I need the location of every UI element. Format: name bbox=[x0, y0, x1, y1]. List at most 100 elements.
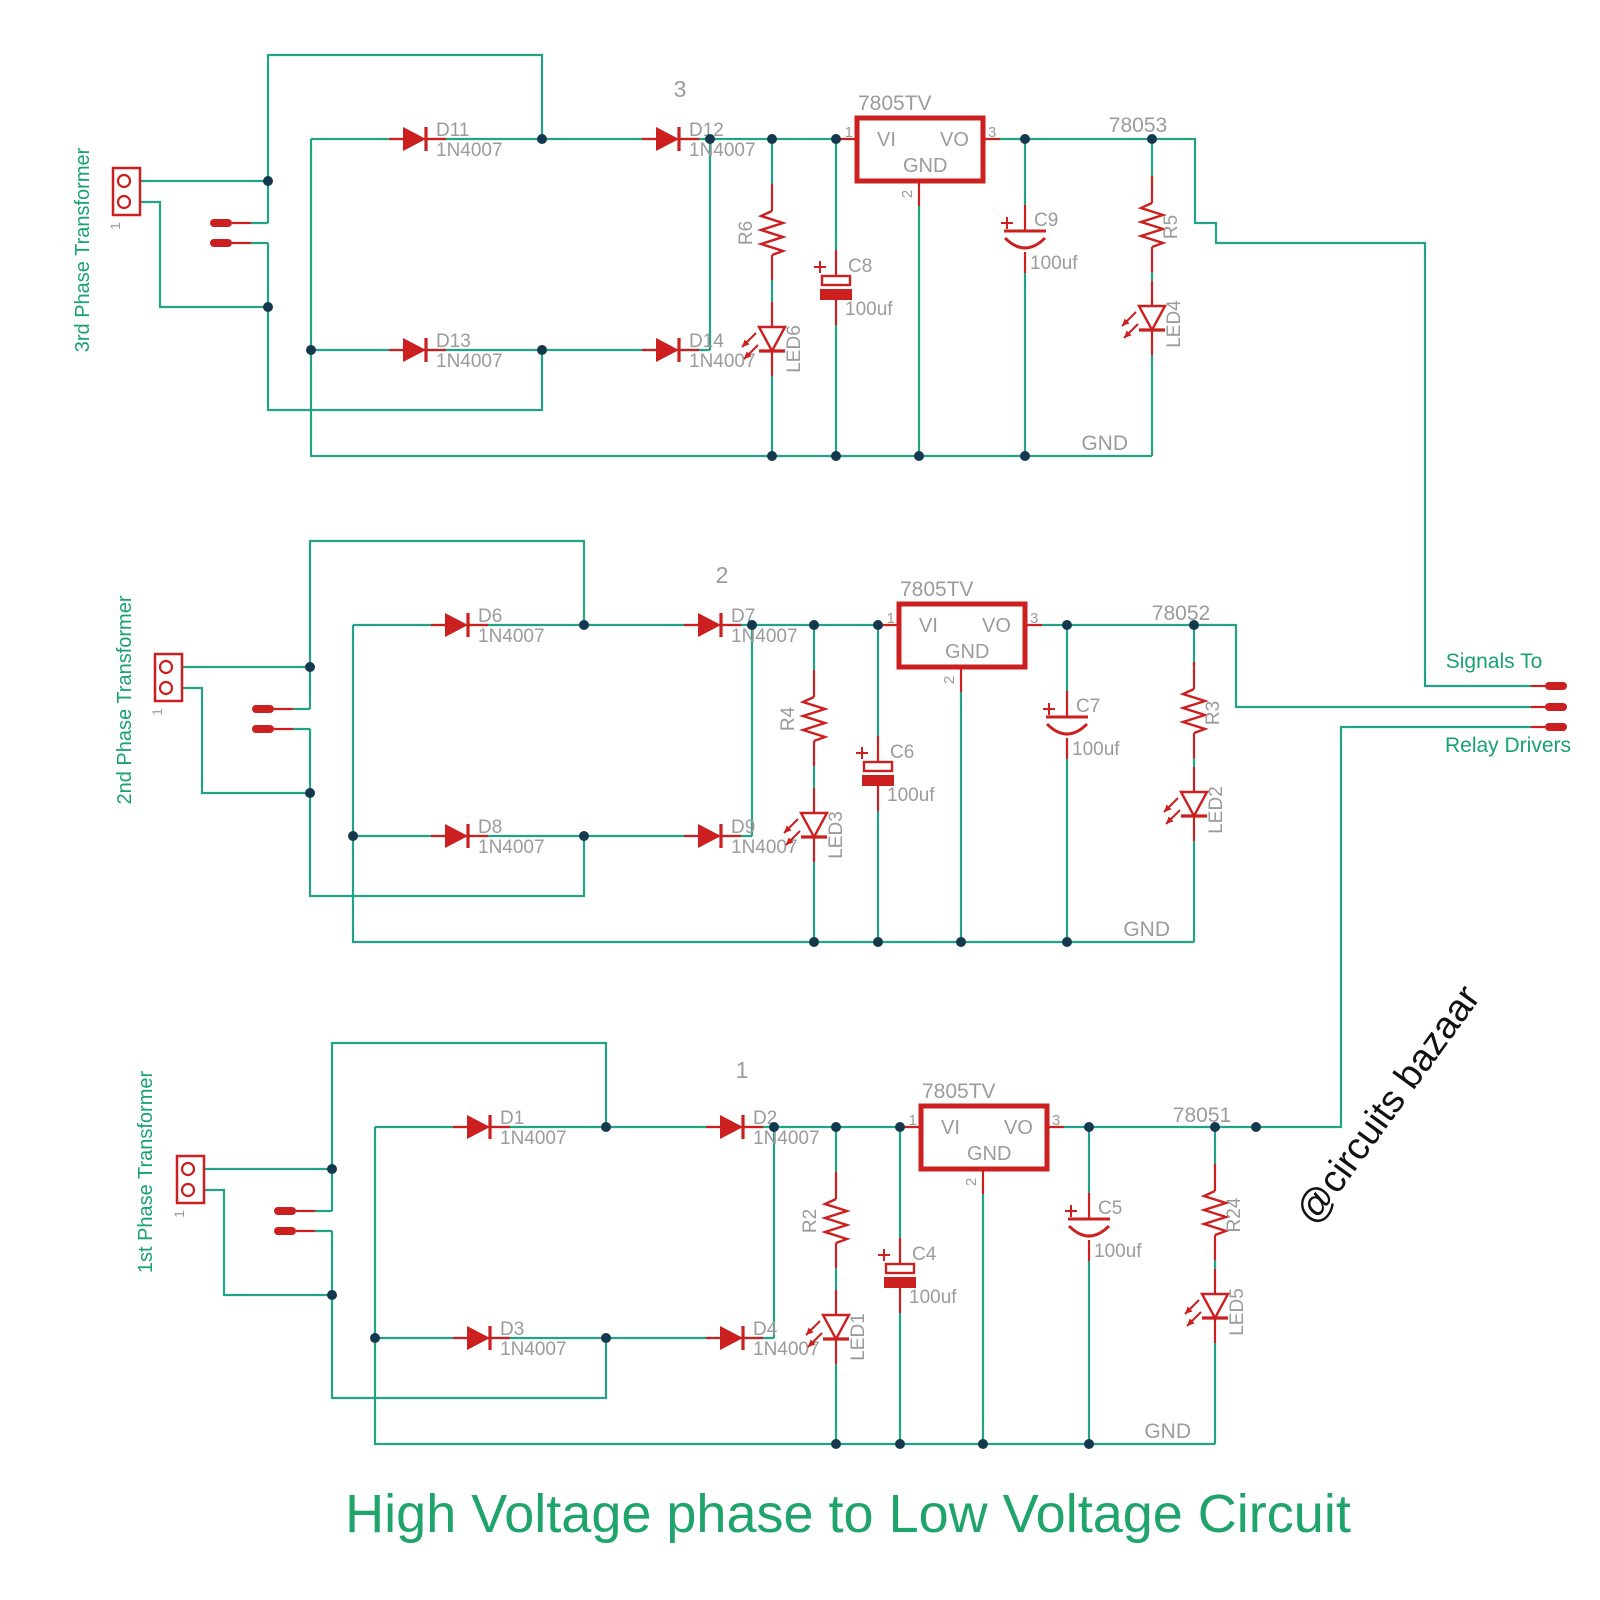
resistor-r6 bbox=[757, 209, 787, 257]
wire-bottom-riser bbox=[266, 307, 544, 412]
led-arrow-head bbox=[742, 339, 750, 347]
junction-dot bbox=[767, 451, 777, 461]
net-label: 78053 bbox=[1109, 114, 1167, 137]
junction-dot bbox=[537, 134, 547, 144]
wire-bottom-riser bbox=[330, 1295, 608, 1400]
diode-ref-label: D13 bbox=[436, 331, 471, 352]
wire-top-loop bbox=[308, 539, 586, 667]
capacitor-value-label: 100uf bbox=[1030, 253, 1078, 274]
diode-d8 bbox=[445, 824, 468, 848]
diode-d7 bbox=[698, 613, 721, 637]
regulator-pin2-number: 2 bbox=[941, 676, 958, 684]
junction-dot bbox=[1020, 134, 1030, 144]
connector-pin-number: 1 bbox=[171, 1210, 187, 1218]
regulator-vi-label: VI bbox=[919, 615, 938, 637]
junction-dot bbox=[747, 620, 757, 630]
led-arrow-head bbox=[1187, 1318, 1195, 1326]
capacitor-plate bbox=[862, 775, 894, 786]
diode-ref-label: D11 bbox=[436, 120, 469, 141]
diode-ref-label: D8 bbox=[478, 817, 502, 838]
diode-value-label: 1N4007 bbox=[731, 837, 798, 858]
regulator-gnd-label: GND bbox=[903, 155, 947, 177]
gnd-rail-label: GND bbox=[1123, 918, 1170, 941]
signals-to-label: Signals To bbox=[1446, 650, 1543, 673]
pin-terminal bbox=[252, 725, 274, 733]
resistor-ref-label: R3 bbox=[1203, 701, 1224, 725]
junction-dot bbox=[831, 1439, 841, 1449]
resistor-ref-label: R5 bbox=[1161, 215, 1182, 239]
connector-pin-circle bbox=[158, 680, 174, 696]
pin-terminal bbox=[274, 1207, 296, 1215]
junction-dot bbox=[873, 620, 883, 630]
junction-dot bbox=[601, 1333, 611, 1343]
led-led3 bbox=[798, 811, 830, 840]
resistor-ref-label: R2 bbox=[800, 1209, 821, 1233]
junction-dot bbox=[873, 937, 883, 947]
diode-value-label: 1N4007 bbox=[436, 140, 503, 161]
net-label: 78051 bbox=[1173, 1104, 1231, 1127]
wire-gnd-rail bbox=[351, 836, 1194, 944]
pin-terminal bbox=[210, 239, 232, 247]
junction-dot bbox=[306, 345, 316, 355]
capacitor-c8 bbox=[820, 274, 852, 287]
pin-terminal bbox=[210, 219, 232, 227]
junction-dot bbox=[327, 1164, 337, 1174]
transformer-connector bbox=[153, 652, 184, 703]
junction-dot bbox=[769, 1122, 779, 1132]
regulator-gnd-label: GND bbox=[967, 1143, 1011, 1165]
regulator-pin1-number: 1 bbox=[909, 1112, 917, 1129]
capacitor-ref-label: C8 bbox=[848, 256, 872, 277]
junction-dot bbox=[831, 134, 841, 144]
resistor-r3 bbox=[1179, 687, 1209, 735]
junction-dot bbox=[537, 345, 547, 355]
pin-terminal bbox=[1545, 682, 1567, 690]
capacitor-curved-plate bbox=[1067, 1224, 1111, 1238]
regulator-pin3-number: 3 bbox=[988, 124, 996, 141]
diode-value-label: 1N4007 bbox=[478, 837, 545, 858]
led-ref-label: LED1 bbox=[848, 1313, 869, 1361]
diode-value-label: 1N4007 bbox=[478, 626, 545, 647]
resistor-ref-label: R4 bbox=[778, 706, 799, 731]
connector-pin-number: 1 bbox=[149, 708, 165, 716]
relay-drivers-label: Relay Drivers bbox=[1445, 734, 1571, 757]
resistor-r2 bbox=[821, 1197, 851, 1245]
led-led5 bbox=[1199, 1292, 1231, 1321]
wire-output-net bbox=[1042, 623, 1531, 709]
regulator-gnd-label: GND bbox=[945, 641, 989, 663]
capacitor-c6 bbox=[862, 760, 894, 773]
capacitor-value-label: 100uf bbox=[845, 299, 893, 320]
connector-pin-number: 1 bbox=[107, 222, 123, 230]
diode-value-label: 1N4007 bbox=[753, 1128, 820, 1149]
capacitor-ref-label: C9 bbox=[1034, 210, 1058, 231]
wire-top-loop bbox=[266, 53, 544, 181]
junction-dot bbox=[1020, 451, 1030, 461]
wire-output-net bbox=[1000, 137, 1531, 688]
led-led2 bbox=[1178, 790, 1210, 819]
regulator-vo-label: VO bbox=[940, 129, 969, 151]
junction-dot bbox=[579, 620, 589, 630]
wire-output-net bbox=[1064, 725, 1531, 1129]
led-ref-label: LED3 bbox=[826, 811, 847, 859]
regulator-pin3-number: 3 bbox=[1052, 1112, 1060, 1129]
capacitor-ref-label: C5 bbox=[1098, 1198, 1122, 1219]
phase-number-label: 1 bbox=[736, 1057, 749, 1083]
junction-dot bbox=[1147, 134, 1157, 144]
connector-pin-circle bbox=[180, 1182, 196, 1198]
voltage-regulator bbox=[896, 601, 1028, 670]
diode-d12 bbox=[656, 127, 679, 151]
capacitor-plate bbox=[884, 1277, 916, 1288]
connector-pin-circle bbox=[116, 194, 132, 210]
gnd-rail-label: GND bbox=[1081, 432, 1128, 455]
diode-d3 bbox=[467, 1326, 490, 1350]
diode-value-label: 1N4007 bbox=[500, 1339, 567, 1360]
junction-dot bbox=[831, 1122, 841, 1132]
junction-dot bbox=[895, 1439, 905, 1449]
resistor-r5 bbox=[1137, 201, 1167, 249]
led-arrow-head bbox=[786, 837, 794, 845]
diode-ref-label: D1 bbox=[500, 1108, 524, 1129]
junction-dot bbox=[305, 662, 315, 672]
capacitor-plate bbox=[820, 289, 852, 300]
junction-dot bbox=[305, 788, 315, 798]
